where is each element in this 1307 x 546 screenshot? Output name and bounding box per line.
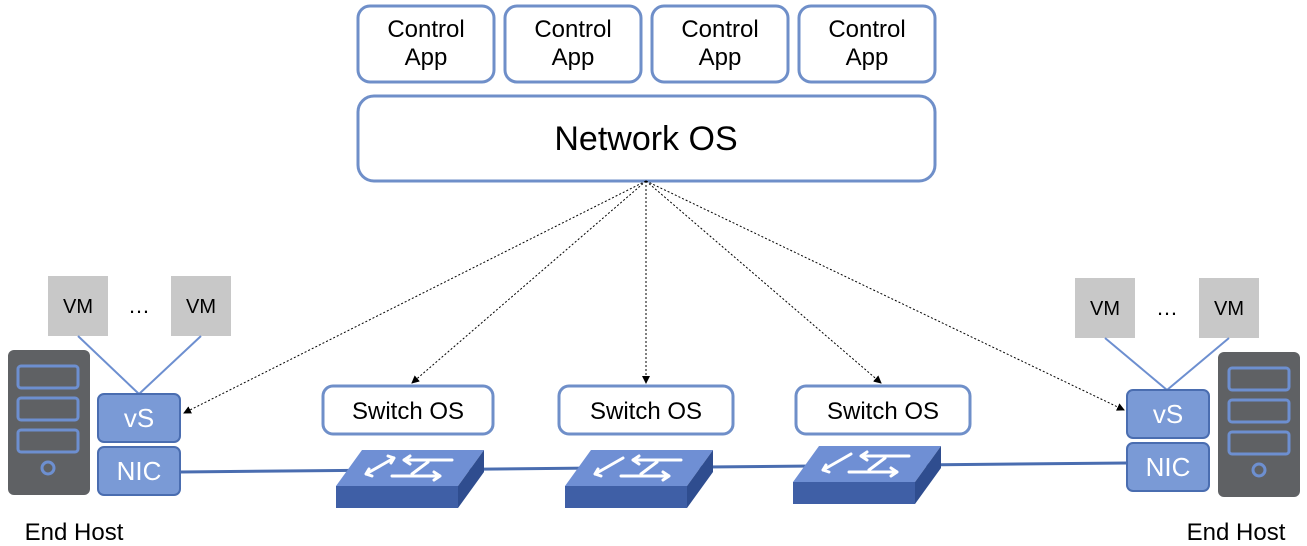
control-line-left-vswitch [183,180,647,414]
control-app-label: App [846,44,889,71]
virtual-switch-box: vS [97,393,181,443]
control-app-label: App [405,44,448,71]
vswitch-label: vS [124,403,154,433]
control-app-box: Control App [650,4,790,84]
control-app-box: Control App [356,4,496,84]
end-host-caption: End Host [1187,519,1286,546]
network-os-box: Network OS [356,94,937,183]
vm-box: VM [1199,278,1259,338]
switch-os-box: Switch OS [557,384,735,436]
control-app-box: Control App [797,4,937,84]
vm-link [1104,337,1168,391]
control-app-box: Control App [503,4,643,84]
vm-label: VM [63,296,93,318]
vswitch-label: vS [1153,399,1183,429]
nic-box: NIC [97,446,181,496]
nic-label: NIC [1146,452,1191,482]
control-app-label: Control [828,16,905,43]
vm-link [1166,337,1230,391]
nic-label: NIC [117,456,162,486]
virtual-switch-box: vS [1126,389,1210,439]
vm-box: VM [48,276,108,336]
network-switch-icon [336,450,484,508]
left-end-host: VM … VM vS NIC End Host [8,276,231,546]
switch-os-box: Switch OS [794,384,972,436]
switch-group: Switch OS Switch OS Switch OS [321,384,972,508]
control-app-label: App [552,44,595,71]
nic-box: NIC [1126,442,1210,492]
control-line-right-vswitch [645,180,1125,411]
vm-label: VM [1214,298,1244,320]
vm-ellipsis: … [1156,295,1178,320]
control-line-switch-3 [645,180,882,384]
vm-ellipsis: … [128,293,150,318]
control-app-layer: Control App Control App Control App Cont… [356,4,937,84]
network-os-label: Network OS [554,120,737,158]
switch-os-box: Switch OS [321,384,495,436]
server-tower-icon [1218,352,1300,497]
network-switch-icon [793,446,941,504]
control-channel-lines [183,180,1125,414]
control-app-label: App [699,44,742,71]
vm-label: VM [186,296,216,318]
network-switch-icon [565,450,713,508]
server-tower-icon [8,350,90,495]
control-app-label: Control [387,16,464,43]
vm-link [138,335,202,395]
vm-box: VM [1075,278,1135,338]
switch-os-label: Switch OS [352,398,464,425]
switch-os-label: Switch OS [590,398,702,425]
control-app-label: Control [534,16,611,43]
end-host-caption: End Host [25,519,124,546]
vm-link [77,335,140,395]
control-app-label: Control [681,16,758,43]
right-end-host: VM … VM vS NIC End Host [1075,278,1300,546]
switch-os-label: Switch OS [827,398,939,425]
vm-label: VM [1090,298,1120,320]
control-line-switch-1 [411,180,647,384]
vm-box: VM [171,276,231,336]
